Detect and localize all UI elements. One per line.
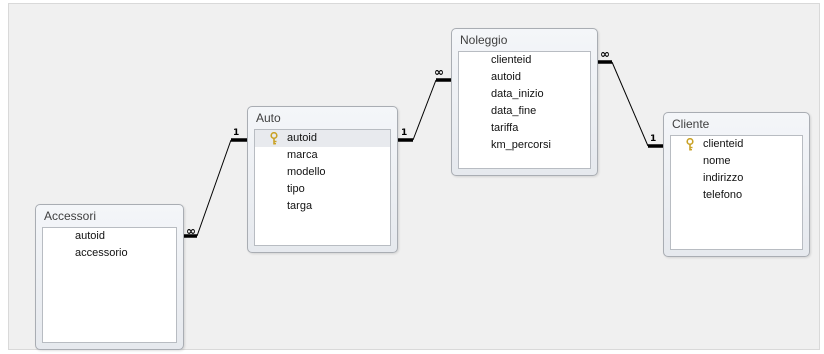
cardinality-many-noleggio-auto: ∞ [434,65,444,79]
field-list-cliente: clienteid nome indirizzo telefono [670,135,803,250]
key-icon [686,138,694,151]
table-title-accessori[interactable]: Accessori [44,209,97,223]
field-row[interactable]: marca [255,147,390,164]
key-icon [270,132,278,145]
table-title-auto[interactable]: Auto [256,111,281,125]
field-name: data_inizio [491,88,544,100]
field-row[interactable]: tariffa [459,120,590,137]
field-name: marca [287,149,318,161]
field-name: indirizzo [703,172,744,184]
field-name: autoid [491,71,521,83]
table-title-noleggio[interactable]: Noleggio [460,33,508,47]
field-row[interactable]: data_fine [459,103,590,120]
field-row[interactable]: modello [255,164,390,181]
field-row[interactable]: clienteid [459,52,590,69]
field-name: clienteid [703,138,744,150]
field-name: autoid [287,132,317,144]
table-cliente[interactable]: Cliente clienteid nome indirizzo telefon… [663,112,810,257]
field-name: tipo [287,183,305,195]
field-list-noleggio: clienteid autoid data_inizio data_fine t… [458,51,591,169]
table-title-cliente[interactable]: Cliente [672,117,710,131]
field-row-primary-key[interactable]: autoid [255,130,390,147]
field-name: data_fine [491,105,537,117]
field-name: telefono [703,189,743,201]
cardinality-many-accessori: ∞ [186,224,196,238]
cardinality-one-cliente: 1 [650,134,657,144]
field-row[interactable]: autoid [43,228,176,245]
field-row[interactable]: telefono [671,187,802,204]
field-name: clienteid [491,54,532,66]
field-name: nome [703,155,731,167]
field-row[interactable]: tipo [255,181,390,198]
field-row[interactable]: km_percorsi [459,137,590,154]
field-name: accessorio [75,247,128,259]
table-auto[interactable]: Auto autoid marca modello tipo [247,106,398,253]
field-row-primary-key[interactable]: clienteid [671,136,802,153]
field-row[interactable]: targa [255,198,390,215]
field-row[interactable]: indirizzo [671,170,802,187]
field-name: modello [287,166,326,178]
field-row[interactable]: autoid [459,69,590,86]
field-row[interactable]: nome [671,153,802,170]
field-name: tariffa [491,122,519,134]
table-accessori[interactable]: Accessori autoid accessorio [35,204,184,350]
field-list-auto: autoid marca modello tipo targa [254,129,391,246]
field-name: km_percorsi [491,139,551,151]
field-row[interactable]: accessorio [43,245,176,262]
cardinality-one-auto-accessori: 1 [233,128,240,138]
cardinality-one-auto-noleggio: 1 [401,128,408,138]
field-name: targa [287,200,313,212]
cardinality-many-noleggio-cliente: ∞ [600,47,610,61]
field-name: autoid [75,230,105,242]
field-list-accessori: autoid accessorio [42,227,177,343]
table-noleggio[interactable]: Noleggio clienteid autoid data_inizio da… [451,28,598,176]
field-row[interactable]: data_inizio [459,86,590,103]
